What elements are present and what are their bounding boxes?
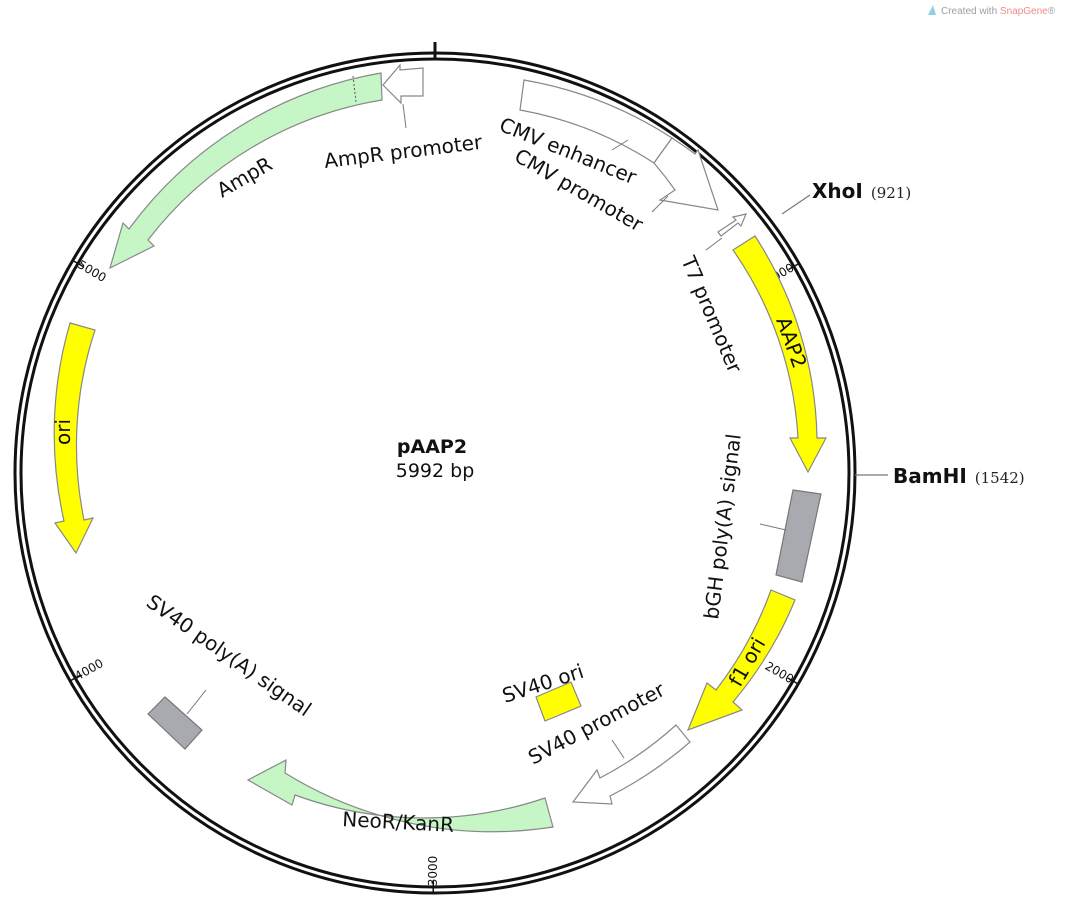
feature-bgh-polya-shape [775,489,822,583]
svg-text:Created with SnapGene®: Created with SnapGene® [941,6,1056,17]
feature-sv40-ori[interactable] [535,681,582,722]
feature-f1-ori-shape [686,589,796,732]
feature-ampr-promoter-shape [382,63,424,105]
feature-sv40-ori-shape [535,681,582,722]
feature-sv40-polya-shape [147,696,203,750]
feature-cmv[interactable] [519,79,719,213]
label-ori: ori [51,419,75,445]
site-bamhi[interactable]: BamHI (1542) [855,464,1025,488]
cmv-enhancer-leader [611,139,629,151]
snapgene-logo-icon [928,5,936,15]
tick-label-3000: 3000 [426,856,440,887]
credit-mark: ® [1048,6,1056,17]
label-t7-promoter: T7 promoter [676,252,747,377]
ampr-promoter-leader [402,103,407,129]
credit-prefix: Created with [941,6,1000,17]
feature-aap2[interactable] [732,235,827,474]
label-aap2: AAP2 [771,314,812,372]
plasmid-size: 5992 bp [396,460,475,482]
svg-text:XhoI(921): XhoI (921) [812,179,911,203]
site-xhoi-name: XhoI [812,179,863,203]
feature-sv40-promoter[interactable] [571,724,691,805]
sv40-promoter-leader [611,739,625,759]
site-bamhi-position: (1542) [975,469,1025,487]
snapgene-credit: Created with SnapGene® [928,5,1056,17]
feature-f1-ori[interactable] [686,589,796,732]
feature-sv40-promoter-shape [571,724,691,805]
tick-mark-4000 [69,674,81,682]
feature-ori-shape [53,322,96,555]
ampr-dotted-divider [352,75,357,103]
tick-label-5000: 5000 [75,257,108,285]
feature-cmv-promoter-shape [653,137,719,211]
plasmid-name: pAAP2 [397,436,467,458]
tick-mark-1000 [788,262,800,271]
tick-mark-2000 [787,677,799,685]
t7-promoter-leader [705,237,723,251]
label-ampr-promoter: AmpR promoter [323,130,484,173]
tick-mark-5000 [72,259,84,268]
feature-sv40-polya[interactable] [147,689,207,750]
feature-t7-promoter-shape [717,213,748,237]
label-bgh-polya: bGH poly(A) signal [699,432,746,620]
cmv-promoter-leader [651,195,669,213]
feature-t7-promoter[interactable] [705,213,748,251]
feature-ampr[interactable] [109,72,383,270]
tick-label-2000: 2000 [763,659,796,686]
bgh-polya-leader [759,523,787,531]
site-bamhi-name: BamHI [893,464,967,488]
backbone-inner [19,57,851,889]
feature-neor-kanr-shape [246,758,554,833]
site-xhoi-leader [781,194,811,215]
svg-text:BamHI(1542): BamHI (1542) [893,464,1025,488]
feature-ampr-promoter[interactable] [382,63,424,129]
feature-neor-kanr[interactable] [246,758,554,833]
site-xhoi[interactable]: XhoI (921) [781,179,911,215]
credit-brand: SnapGene [1000,6,1048,17]
feature-ori[interactable] [53,322,96,555]
site-xhoi-position: (921) [871,184,911,202]
sv40-polya-leader [186,689,207,715]
label-neor-kanr: NeoR/KanR [342,807,455,837]
feature-aap2-shape [732,235,827,474]
tick-label-4000: 4000 [72,656,105,683]
feature-bgh-polya[interactable] [759,489,822,583]
